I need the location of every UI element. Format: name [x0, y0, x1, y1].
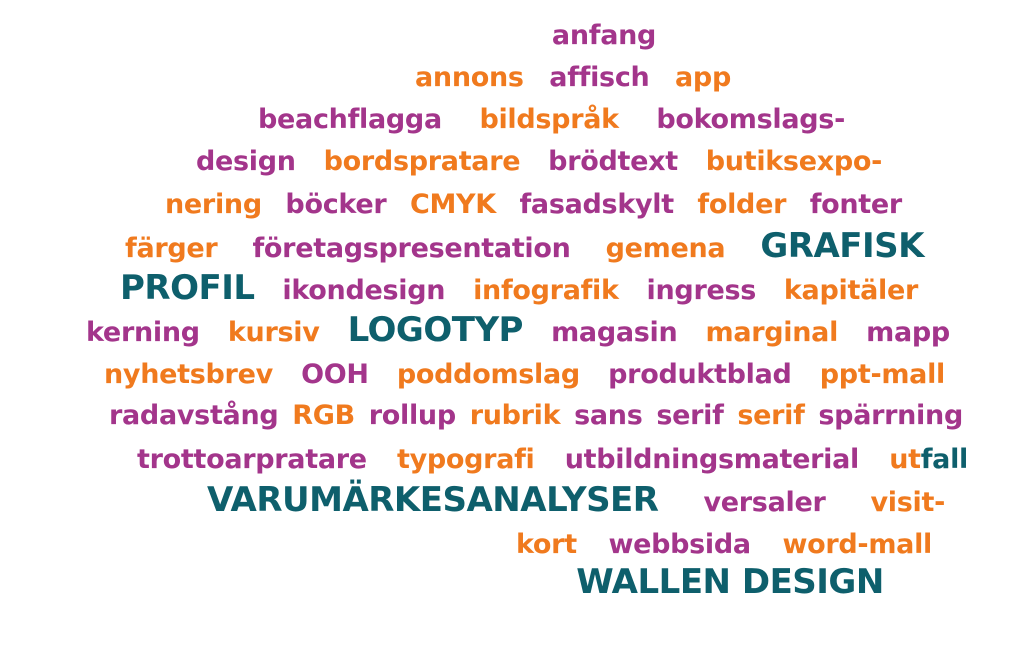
word: word-mall: [782, 529, 932, 560]
word: VARUMÄRKESANALYSER: [207, 480, 659, 520]
word: PROFIL: [120, 268, 255, 308]
word: typografi: [396, 444, 535, 475]
word: magasin: [551, 317, 678, 348]
word-cloud-line: kerning kursiv LOGOTYP magasin marginal …: [86, 310, 950, 350]
word: nyhetsbrev: [104, 359, 273, 390]
word: versaler: [703, 487, 826, 518]
word: RGB: [292, 400, 355, 431]
word: butiksexpo-: [705, 146, 883, 177]
word: företagspresentation: [252, 233, 571, 264]
word: kort: [516, 529, 577, 560]
word: rollup: [368, 400, 456, 431]
word: färger: [125, 233, 218, 264]
word-cloud-line: PROFIL ikondesign infografik ingress kap…: [120, 268, 918, 308]
word: visit-: [870, 487, 945, 518]
word: kerning: [86, 317, 200, 348]
word-cloud-line: beachflagga bildspråk bokomslags-: [258, 100, 845, 140]
word: marginal: [705, 317, 839, 348]
word: fasadskylt: [519, 189, 674, 220]
word: bordspratare: [323, 146, 521, 177]
word-cloud-line: radavstång RGB rollup rubrik sans serif …: [109, 396, 963, 436]
word: kapitäler: [783, 275, 918, 306]
word: CMYK: [409, 189, 496, 220]
word: radavstång: [109, 400, 279, 431]
word: produktblad: [608, 359, 792, 390]
word: spärrning: [818, 400, 963, 431]
word: folder: [697, 189, 787, 220]
word: WALLEN DESIGN: [576, 562, 884, 602]
word: anfang: [551, 20, 657, 51]
word-cloud-line: design bordspratare brödtext butiksexpo-: [196, 142, 882, 182]
word: design: [196, 146, 296, 177]
word-cloud-line: nering böcker CMYK fasadskylt folder fon…: [165, 185, 902, 225]
word-cloud-line: WALLEN DESIGN: [560, 562, 900, 602]
word: fall: [920, 444, 969, 475]
word: utbildningsmaterial: [564, 444, 860, 475]
word: böcker: [285, 189, 387, 220]
word-cloud-line: annons affisch app: [415, 58, 731, 98]
word: app: [675, 62, 731, 93]
word: webbsida: [608, 529, 751, 560]
word: rubrik: [469, 400, 561, 431]
word: ingress: [646, 275, 757, 306]
word: GRAFISK: [760, 226, 925, 266]
word: annons: [415, 62, 524, 93]
word: OOH: [301, 359, 369, 390]
word: ikondesign: [282, 275, 446, 306]
word: bildspråk: [479, 104, 619, 135]
word: mapp: [866, 317, 950, 348]
word: poddomslag: [396, 359, 580, 390]
word: ut: [889, 444, 921, 475]
word-cloud-line: anfang: [546, 16, 662, 56]
word: bokomslags-: [656, 104, 845, 135]
word: affisch: [549, 62, 650, 93]
word: serif: [737, 400, 805, 431]
word-cloud-line: nyhetsbrev OOH poddomslag produktblad pp…: [104, 355, 945, 395]
word: fonter: [809, 189, 903, 220]
word: infografik: [473, 275, 619, 306]
word: sans serif: [574, 400, 724, 431]
word: gemena: [605, 233, 726, 264]
word-cloud-line: VARUMÄRKESANALYSER versaler visit-: [207, 480, 945, 520]
word: brödtext: [548, 146, 678, 177]
word: beachflagga: [258, 104, 442, 135]
word: trottoarpratare: [137, 444, 367, 475]
word-cloud-line: trottoarpratare typografi utbildningsmat…: [137, 440, 968, 480]
word: LOGOTYP: [347, 310, 524, 350]
word: ppt-mall: [819, 359, 946, 390]
word-cloud-line: färger företagspresentation gemena GRAFI…: [125, 226, 925, 266]
word: kursiv: [227, 317, 320, 348]
word-cloud-line: kort webbsida word-mall: [516, 525, 932, 565]
word: nering: [165, 189, 262, 220]
